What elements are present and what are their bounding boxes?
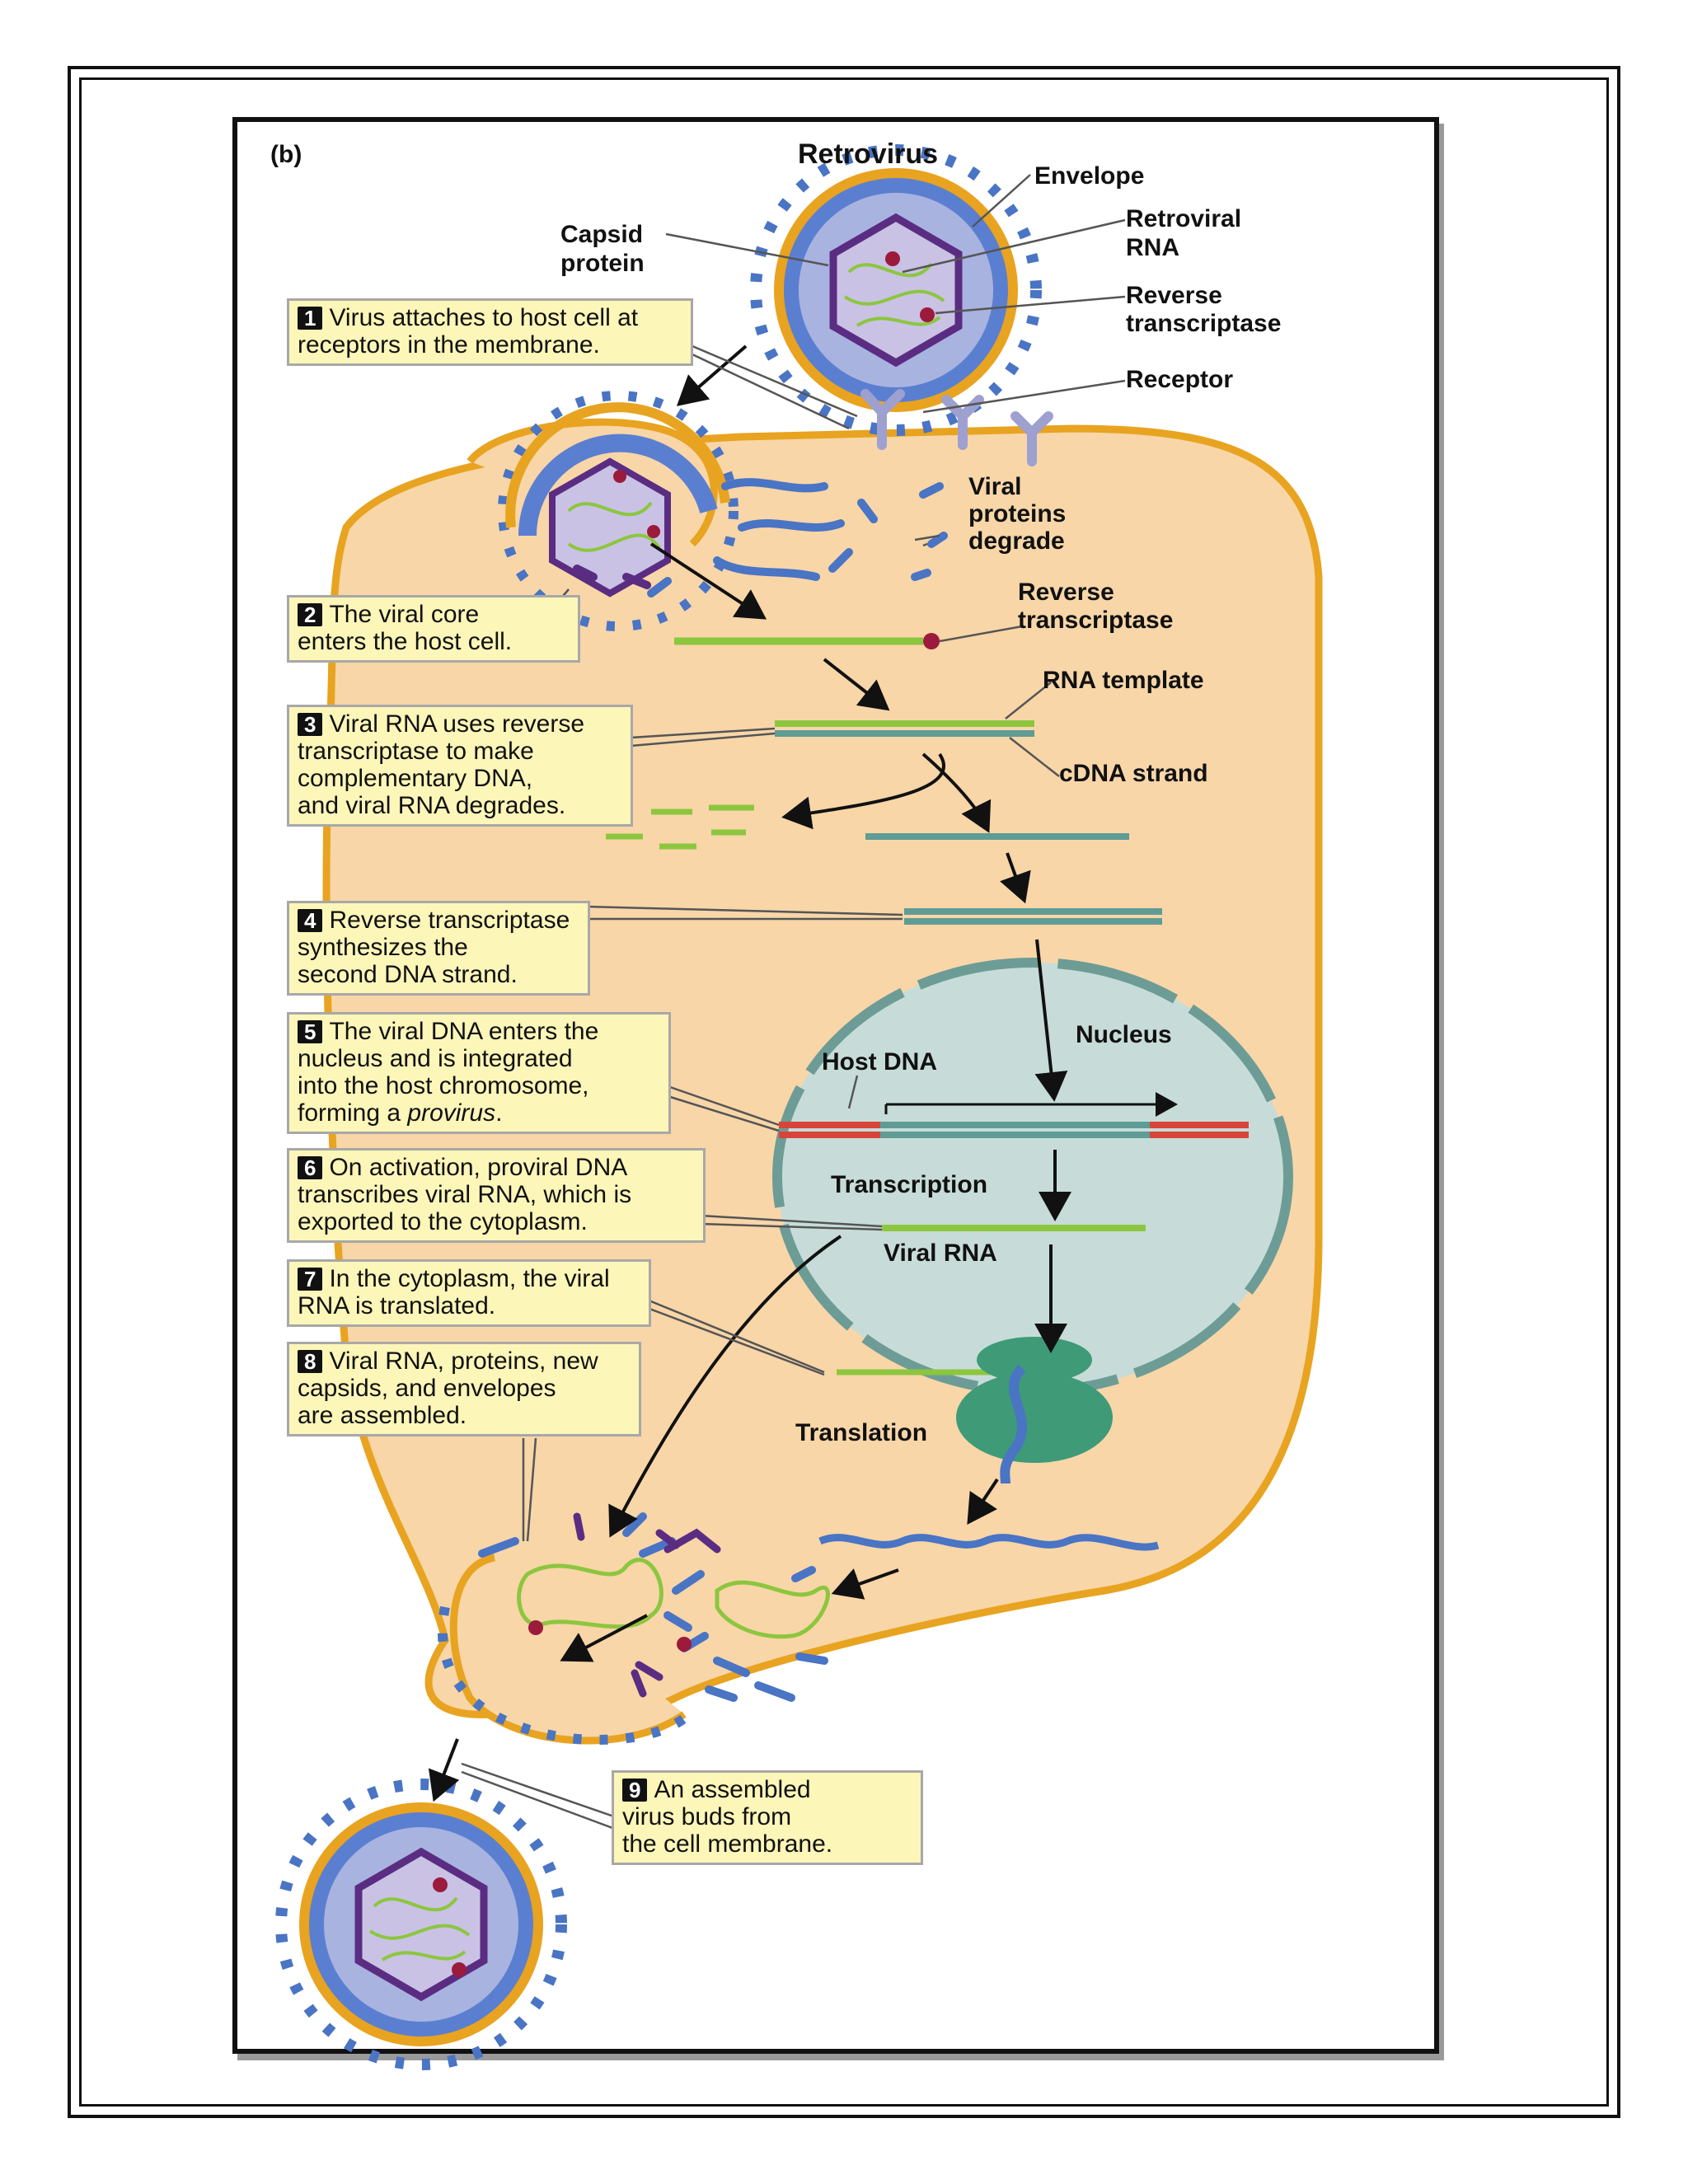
- label-receptor: Receptor: [1126, 366, 1233, 393]
- label-retroviral-rna-line2: RNA: [1126, 234, 1179, 261]
- step-6-number: 6: [298, 1156, 323, 1179]
- label-vpd-line1: Viral: [968, 473, 1022, 500]
- page-border-outer: [68, 66, 1620, 2118]
- rna-cdna-hybrid: [775, 720, 1034, 737]
- step-5-text: The viral DNA enters the nucleus and is …: [298, 1018, 599, 1127]
- step-5-emphasis: provirus: [407, 1099, 496, 1127]
- diagram-title: Retrovirus: [798, 138, 938, 170]
- label-viral-proteins-degrade: Viral proteins degrade: [968, 473, 1073, 555]
- step-4-number: 4: [298, 909, 323, 932]
- retrovirus-particle-bottom: [275, 1779, 567, 2070]
- label-envelope: Envelope: [1034, 162, 1144, 190]
- step-9-number: 9: [622, 1779, 648, 1802]
- label-rt-mid-line1: Reverse: [1018, 579, 1114, 606]
- label-reverse-transcriptase-mid: Reverse transcriptase: [1018, 579, 1173, 634]
- step-9-text: An assembled virus buds from the cell me…: [622, 1776, 833, 1858]
- label-rt-mid-line2: transcriptase: [1018, 607, 1173, 634]
- label-reverse-transcriptase-top: Reverse transcriptase: [1126, 282, 1281, 337]
- page-border-inner: [79, 77, 1609, 2107]
- label-vpd-line3: degrade: [968, 527, 1065, 555]
- assembly-components: [437, 1512, 830, 1745]
- step-8-number: 8: [298, 1350, 323, 1373]
- degrading-viral-proteins: [573, 478, 948, 598]
- step-1-text: Virus attaches to host cell at receptors…: [298, 304, 639, 359]
- viral-rna-with-rt: [674, 633, 940, 649]
- step-7-text: In the cytoplasm, the viral RNA is trans…: [298, 1265, 610, 1319]
- label-host-dna: Host DNA: [822, 1048, 937, 1076]
- label-retroviral-rna-line1: Retroviral: [1126, 205, 1241, 232]
- label-rt-top-line1: Reverse: [1126, 282, 1222, 309]
- reverse-transcriptase-dot-top: [920, 307, 935, 322]
- label-cdna-strand: cDNA strand: [1059, 760, 1208, 787]
- leader-lines: [461, 174, 1126, 1835]
- double-stranded-dna: [904, 908, 1162, 925]
- step-8-text: Viral RNA, proteins, new capsids, and en…: [298, 1347, 598, 1429]
- step-5-tail: .: [495, 1099, 503, 1127]
- label-viral-rna: Viral RNA: [884, 1240, 997, 1267]
- step-5-number: 5: [298, 1020, 323, 1043]
- step-3-text: Viral RNA uses reverse transcriptase to …: [298, 710, 585, 819]
- step-2-number: 2: [298, 603, 323, 626]
- label-retroviral-rna: Retroviral RNA: [1126, 205, 1248, 261]
- step-2-text: The viral core enters the host cell.: [298, 601, 513, 655]
- label-nucleus: Nucleus: [1076, 1021, 1172, 1048]
- step-6-text: On activation, proviral DNA transcribes …: [298, 1154, 632, 1235]
- entering-virus: [498, 391, 738, 631]
- panel-letter: (b): [270, 141, 302, 168]
- viral-protein-chain: [818, 1534, 1160, 1551]
- label-capsid-line2: protein: [560, 250, 645, 277]
- step-7-number: 7: [298, 1268, 323, 1291]
- step-3-number: 3: [298, 713, 323, 736]
- label-vpd-line2: proteins: [968, 500, 1066, 527]
- step-4-text: Reverse transcriptase synthesizes the se…: [298, 907, 570, 988]
- retroviral-rna-enzyme-dot: [885, 251, 900, 266]
- label-translation: Translation: [795, 1419, 927, 1446]
- process-arrows: [428, 344, 1071, 1802]
- label-capsid-protein: Capsid protein: [560, 221, 649, 277]
- label-rt-top-line2: transcriptase: [1126, 310, 1281, 337]
- label-capsid-line1: Capsid: [560, 221, 643, 248]
- label-transcription: Transcription: [831, 1171, 987, 1198]
- host-dna-with-provirus: [779, 1092, 1249, 1138]
- step-1-number: 1: [298, 307, 323, 330]
- label-rna-template: RNA template: [1043, 667, 1204, 694]
- retrovirus-particle-top: [750, 144, 1042, 436]
- degraded-rna-fragments: [606, 804, 754, 850]
